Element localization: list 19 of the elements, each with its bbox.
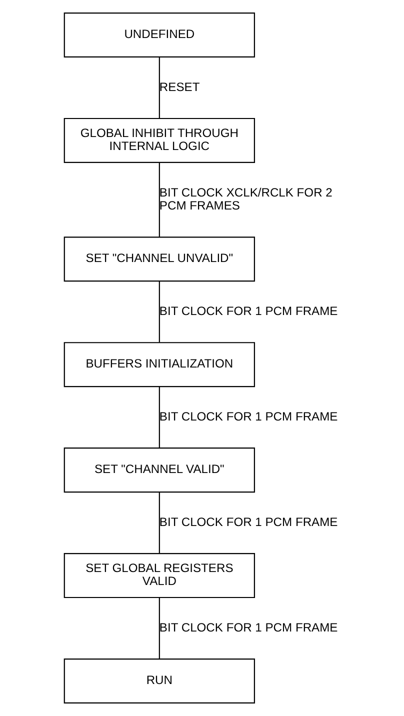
connector bbox=[158, 598, 160, 659]
edge-label: BIT CLOCK FOR 1 PCM FRAME bbox=[159, 514, 338, 529]
connector bbox=[158, 492, 160, 554]
node-box: SET "CHANNEL UNVALID" bbox=[64, 236, 256, 282]
node-box: GLOBAL INHIBIT THROUGH INTERNAL LOGIC bbox=[64, 118, 256, 163]
node-box: UNDEFINED bbox=[64, 12, 256, 58]
node-box: BUFFERS INITIALIZATION bbox=[64, 342, 256, 388]
edge-label: BIT CLOCK FOR 1 PCM FRAME bbox=[159, 620, 338, 634]
node-box: RUN bbox=[64, 658, 256, 704]
edge-label: RESET bbox=[159, 80, 200, 94]
edge-label: BIT CLOCK FOR 1 PCM FRAME bbox=[159, 304, 338, 318]
connector bbox=[158, 162, 160, 237]
connector bbox=[158, 386, 160, 448]
connector bbox=[158, 281, 160, 342]
node-box: SET "CHANNEL VALID" bbox=[64, 448, 256, 493]
edge-label: BIT CLOCK FOR 1 PCM FRAME bbox=[159, 409, 338, 424]
edge-label: BIT CLOCK XCLK/RCLK FOR 2 PCM FRAMES bbox=[159, 185, 332, 212]
connector bbox=[158, 57, 160, 118]
node-box: SET GLOBAL REGISTERS VALID bbox=[64, 553, 256, 598]
